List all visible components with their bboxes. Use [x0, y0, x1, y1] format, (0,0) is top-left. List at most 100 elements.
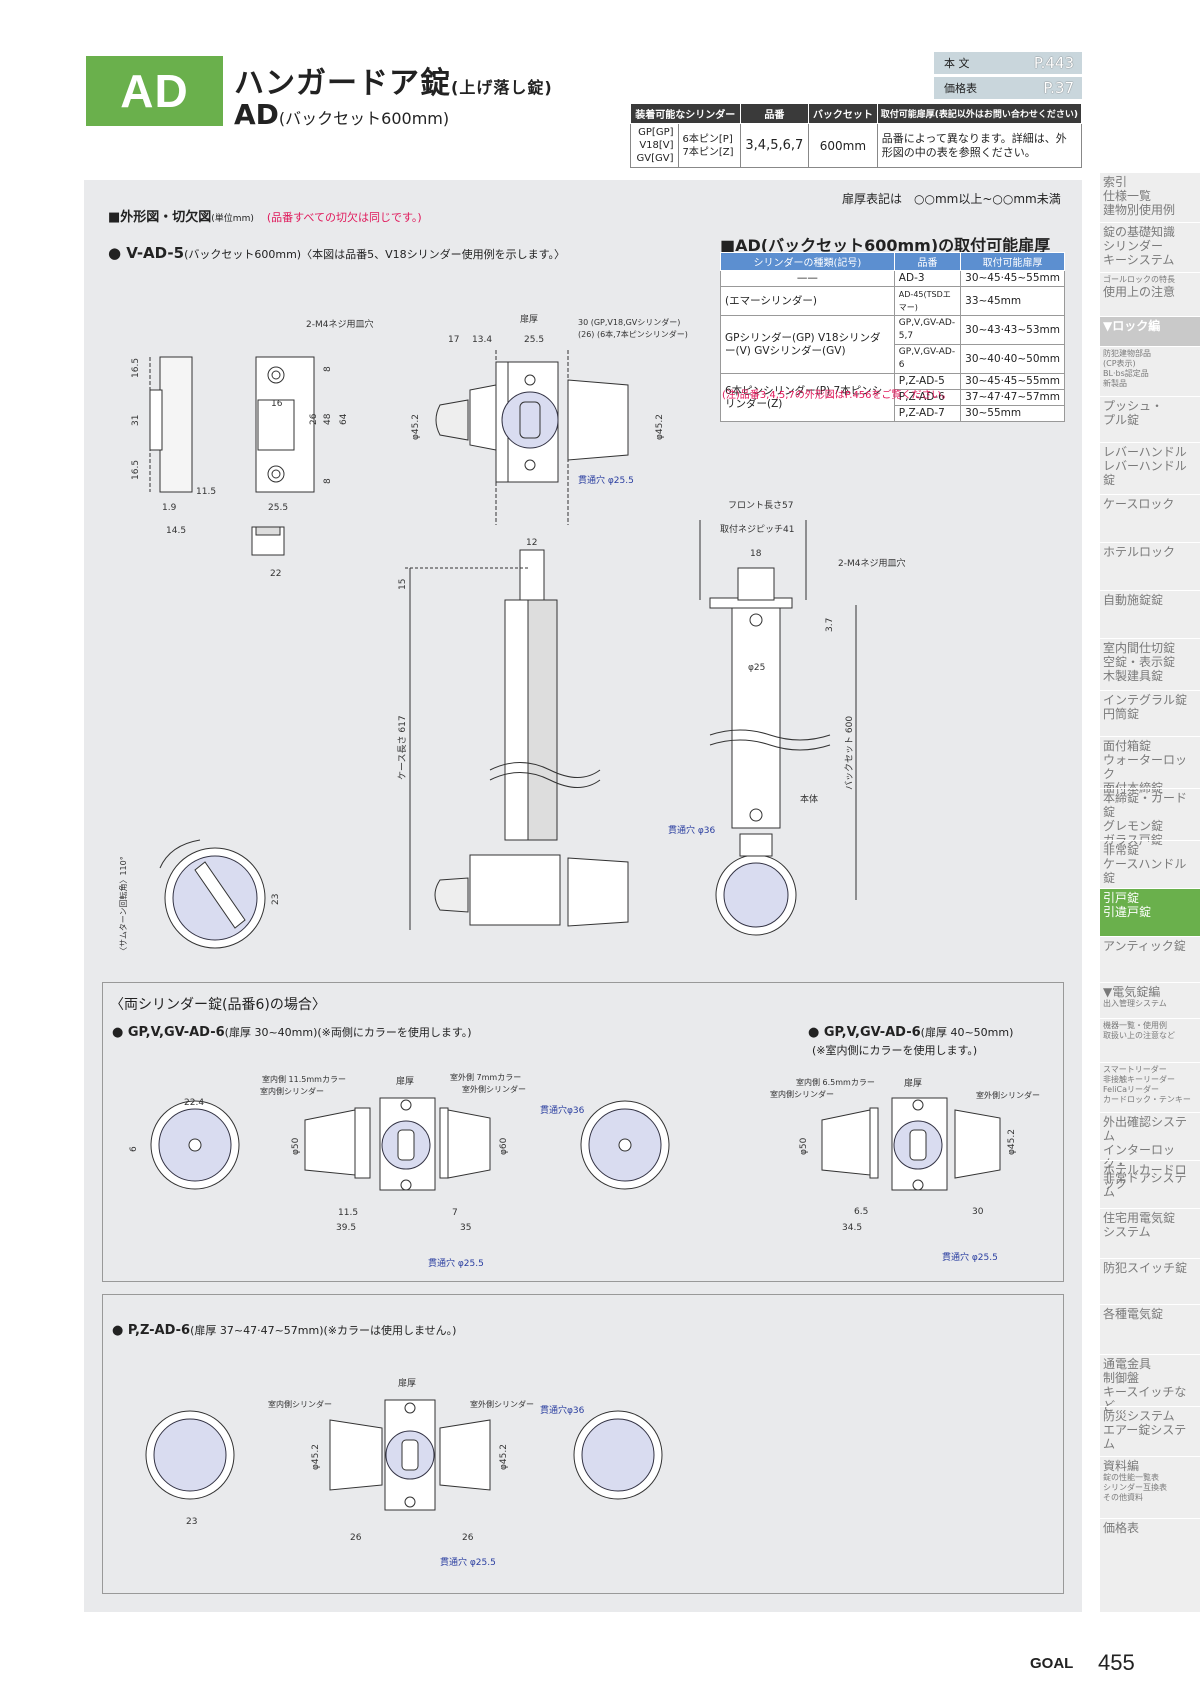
dim-label: 8 — [323, 478, 333, 484]
dim-label: 室外側シリンダー — [462, 1084, 526, 1094]
page-number: 455 — [1098, 1650, 1135, 1675]
left-side-view — [304, 1097, 491, 1191]
dim-label: 2-M4ネジ用皿穴 — [838, 557, 905, 569]
dim-label: 18 — [750, 549, 762, 559]
dim-label: 12 — [526, 538, 537, 548]
dim-label: 室内側シリンダー — [268, 1399, 332, 1409]
sidebar-item-emergency[interactable]: 非常錠ケースハンドル錠 — [1100, 840, 1200, 888]
dim-label: 64 — [339, 413, 349, 425]
side-view-drawing — [435, 350, 629, 525]
sidebar-item-basics[interactable]: 錠の基礎知識シリンダーキーシステム — [1100, 222, 1200, 272]
dim-label: 貫通穴 φ25.5 — [578, 474, 634, 486]
right-model-title: ● GP,V,GV-AD-6(扉厚 40~50mm) — [808, 1025, 1014, 1040]
sidebar-item-interior[interactable]: 室内間仕切錠空錠・表示錠木製建具錠 — [1100, 638, 1200, 690]
left-model-title: ● GP,V,GV-AD-6(扉厚 30~40mm)(※両側にカラーを使用します… — [112, 1025, 472, 1040]
dim-label: φ45.2 — [655, 414, 665, 440]
dim-label: 8 — [323, 366, 333, 372]
dim-label: 室内側 6.5mmカラー — [796, 1077, 875, 1087]
door-table-note: (注)品番3,4,5,7の外形図はP.456をご覧ください。 — [722, 390, 952, 401]
sidebar-item-exit-confirm[interactable]: 外出確認システムインターロック・非常ドアシステム — [1100, 1112, 1200, 1199]
dim-label: φ25 — [748, 663, 765, 673]
dim-label: 35 — [460, 1223, 471, 1233]
sidebar-item-security-switch[interactable]: 防犯スイッチ錠 — [1100, 1258, 1200, 1304]
case-drawing — [405, 549, 629, 930]
dim-label: 貫通穴φ36 — [540, 1404, 585, 1416]
dim-label: フロント長さ57 — [728, 500, 793, 511]
sidebar-item-integral[interactable]: インテグラル錠円筒錠 — [1100, 690, 1200, 736]
sidebar-item-sliding-door[interactable]: 引戸錠引違戸錠 — [1100, 888, 1200, 936]
dim-label: 11.5 — [338, 1208, 358, 1218]
dim-label: 26 — [309, 413, 319, 425]
sidebar-item-power-fittings[interactable]: 通電金具制御盤キースイッチなど — [1100, 1354, 1200, 1413]
sidebar-item-lock-section[interactable]: ▼ロック編 — [1100, 316, 1200, 346]
sidebar-item-deadbolt[interactable]: 本締錠・ガード錠グレモン錠ガラス戸錠 — [1100, 788, 1200, 847]
dim-label: 6 — [129, 1146, 139, 1152]
dim-label: 25.5 — [268, 503, 288, 513]
pz-exterior-view — [573, 1410, 663, 1500]
section-title: ■外形図・切欠図(単位mm) (品番すべての切欠は同じです。) — [108, 210, 422, 225]
sidebar-item-reference[interactable]: 資料編錠の性能一覧表シリンダー互換表その他資料 — [1100, 1456, 1200, 1518]
front-elevation-drawing — [699, 520, 857, 936]
pz-interior-view — [145, 1410, 235, 1500]
dim-label: 6.5 — [854, 1207, 868, 1217]
sidebar-item-index[interactable]: 索引仕様一覧建物別使用例 — [1100, 172, 1200, 222]
sidebar-item-push-pull[interactable]: プッシュ・プル錠 — [1100, 396, 1200, 442]
right-side-view — [821, 1097, 1001, 1191]
sidebar-item-auto-lock[interactable]: 自動施錠錠 — [1100, 590, 1200, 638]
sidebar-item-residential[interactable]: 住宅用電気錠システム — [1100, 1208, 1200, 1258]
dim-label: 室内側シリンダー — [770, 1089, 834, 1099]
dim-label: 7 — [452, 1208, 458, 1218]
dim-label: 3.7 — [825, 618, 835, 632]
left-interior-view — [150, 1100, 240, 1190]
sidebar-item-features[interactable]: ゴールロックの特長使用上の注意 — [1100, 272, 1200, 316]
dim-label: 扉厚 — [396, 1075, 414, 1087]
dim-label: 11.5 — [196, 487, 216, 497]
sidebar-item-hotel-card[interactable]: ホテルカードロック — [1100, 1160, 1200, 1208]
dim-label: 室外側シリンダー — [976, 1090, 1040, 1100]
dim-label: 23 — [186, 1517, 197, 1527]
dim-label: 室内側シリンダー — [260, 1086, 324, 1096]
sidebar-item-various-electric[interactable]: 各種電気錠 — [1100, 1304, 1200, 1354]
sidebar-item-lever-handle[interactable]: レバーハンドルレバーハンドル錠 — [1100, 442, 1200, 494]
drawing-pz-ad-6: 扉厚 室内側シリンダー 室外側シリンダー 貫通穴φ36 φ45.2 φ45.2 … — [145, 1377, 663, 1568]
dim-label: 30 (GP,V18,GVシリンダー) — [578, 317, 680, 327]
dim-label: 貫通穴 φ36 — [668, 824, 716, 836]
dim-label: 22.4 — [184, 1098, 204, 1108]
dim-label: 48 — [323, 413, 333, 425]
dim-label: 17 — [448, 335, 459, 345]
door-table-title: ■AD(バックセット600mm)の取付可能扉厚 — [720, 236, 1051, 255]
dim-label: 39.5 — [336, 1223, 356, 1233]
drawing-both-cylinder: 室内側 11.5mmカラー 室内側シリンダー 扉厚 室外側 7mmカラー 室外側… — [129, 1072, 1040, 1269]
sidebar-item-disaster[interactable]: 防災システムエアー錠システム — [1100, 1406, 1200, 1456]
model-title: ● V-AD-5(バックセット600mm)〈本図は品番5、V18シリンダー使用例… — [108, 244, 565, 262]
dim-label: φ60 — [499, 1137, 509, 1155]
sidebar-item-case-lock[interactable]: ケースロック — [1100, 494, 1200, 542]
page-subtitle: AD(バックセット600mm) — [234, 98, 450, 131]
dim-label: 室内側 11.5mmカラー — [262, 1074, 346, 1084]
dim-label: 〈サムターン回転角〉110° — [118, 856, 128, 955]
sidebar-item-hotel-lock[interactable]: ホテルロック — [1100, 542, 1200, 590]
sidebar-item-electric-section[interactable]: ▼電気錠編出入管理システム — [1100, 982, 1200, 1018]
dim-label: 室外側 7mmカラー — [450, 1072, 521, 1082]
sidebar-item-price-list[interactable]: 価格表 — [1100, 1518, 1200, 1570]
dim-label: 貫通穴 φ25.5 — [440, 1556, 496, 1568]
sidebar-item-antique[interactable]: アンティック錠 — [1100, 936, 1200, 982]
dim-label: 貫通穴 φ25.5 — [428, 1257, 484, 1269]
door-thickness-note: 扉厚表記は ○○mm以上~○○mm未満 — [842, 192, 1061, 206]
sidebar-item-crime-prevention[interactable]: 防犯建物部品(CP表示)BL·bs認定品新製品 — [1100, 346, 1200, 396]
sidebar-item-surface-box[interactable]: 面付箱錠ウォーターロック面付本締錠 — [1100, 736, 1200, 795]
sidebar-item-equipment[interactable]: 機器一覧・使用例取扱い上の注意など — [1100, 1018, 1200, 1062]
dim-label: バックセット 600 — [844, 716, 855, 790]
thumb-turn-drawing — [159, 839, 266, 949]
pz-model-title: ● P,Z-AD-6(扉厚 37~47·47~57mm)(※カラーは使用しません… — [112, 1323, 457, 1338]
dim-label: 26 — [350, 1533, 362, 1543]
dim-label: 1.9 — [162, 503, 177, 513]
dim-label: φ45.2 — [1007, 1129, 1017, 1155]
dim-label: 扉厚 — [398, 1377, 416, 1389]
dim-label: 貫通穴φ36 — [540, 1104, 585, 1116]
left-exterior-view — [580, 1100, 670, 1190]
